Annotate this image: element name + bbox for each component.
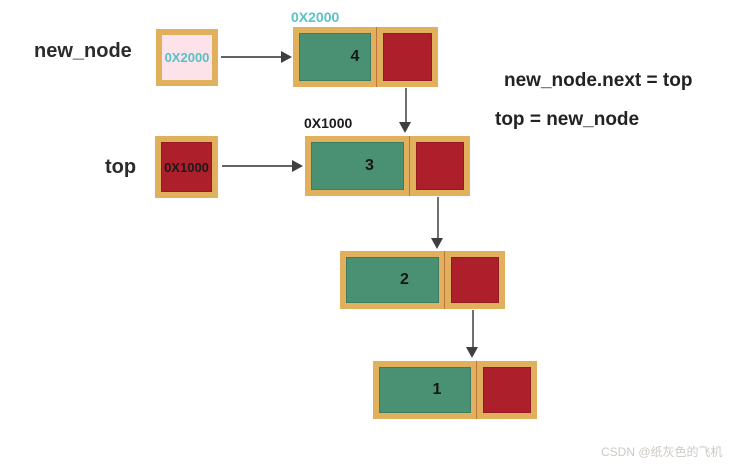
node2-value: 2 [400,271,409,288]
node3-value: 3 [365,157,374,174]
node4: 4 [293,27,438,87]
top-pointer-value: 0X1000 [164,159,209,175]
node1-next-cell [477,361,537,419]
node3: 3 [305,136,470,196]
top-label: top [105,156,137,178]
node4-next-cell [377,27,438,87]
arrow-new-node-to-node4-line [221,56,283,58]
arrow-top-to-node3-head-icon [292,160,303,172]
new-node-pointer-value: 0X2000 [164,50,210,65]
node3-data-cell: 3 [305,136,410,196]
top-pointer-box: 0X1000 [155,136,218,198]
node2: 2 [340,251,505,309]
new-node-pointer-box: 0X2000 [156,29,218,86]
arrow-top-to-node3-line [222,165,293,167]
arrow-node2-to-node1-head-icon [466,347,478,358]
node4-data-cell: 4 [293,27,377,87]
node1-value: 1 [432,381,442,398]
arrow-node2-to-node1-line [472,310,474,347]
annotation-top-assign: top = new_node [495,109,640,130]
node4-address-label: 0X2000 [291,9,340,25]
arrow-new-node-to-node4-head-icon [281,51,292,63]
node4-value: 4 [350,48,360,65]
new-node-label: new_node [34,40,132,62]
node1: 1 [373,361,537,419]
node3-address-label: 0X1000 [304,115,353,131]
watermark: CSDN @纸灰色的飞机 [601,445,723,459]
arrow-node3-to-node2-head-icon [431,238,443,249]
node1-data-cell: 1 [373,361,477,419]
arrow-node4-to-node3-line [405,88,407,124]
arrow-node4-to-node3-head-icon [399,122,411,133]
node2-next-cell [445,251,505,309]
node2-data-cell: 2 [340,251,445,309]
node3-next-cell [410,136,470,196]
arrow-node3-to-node2-line [437,197,439,238]
annotation-new-node-next: new_node.next = top [504,70,693,91]
